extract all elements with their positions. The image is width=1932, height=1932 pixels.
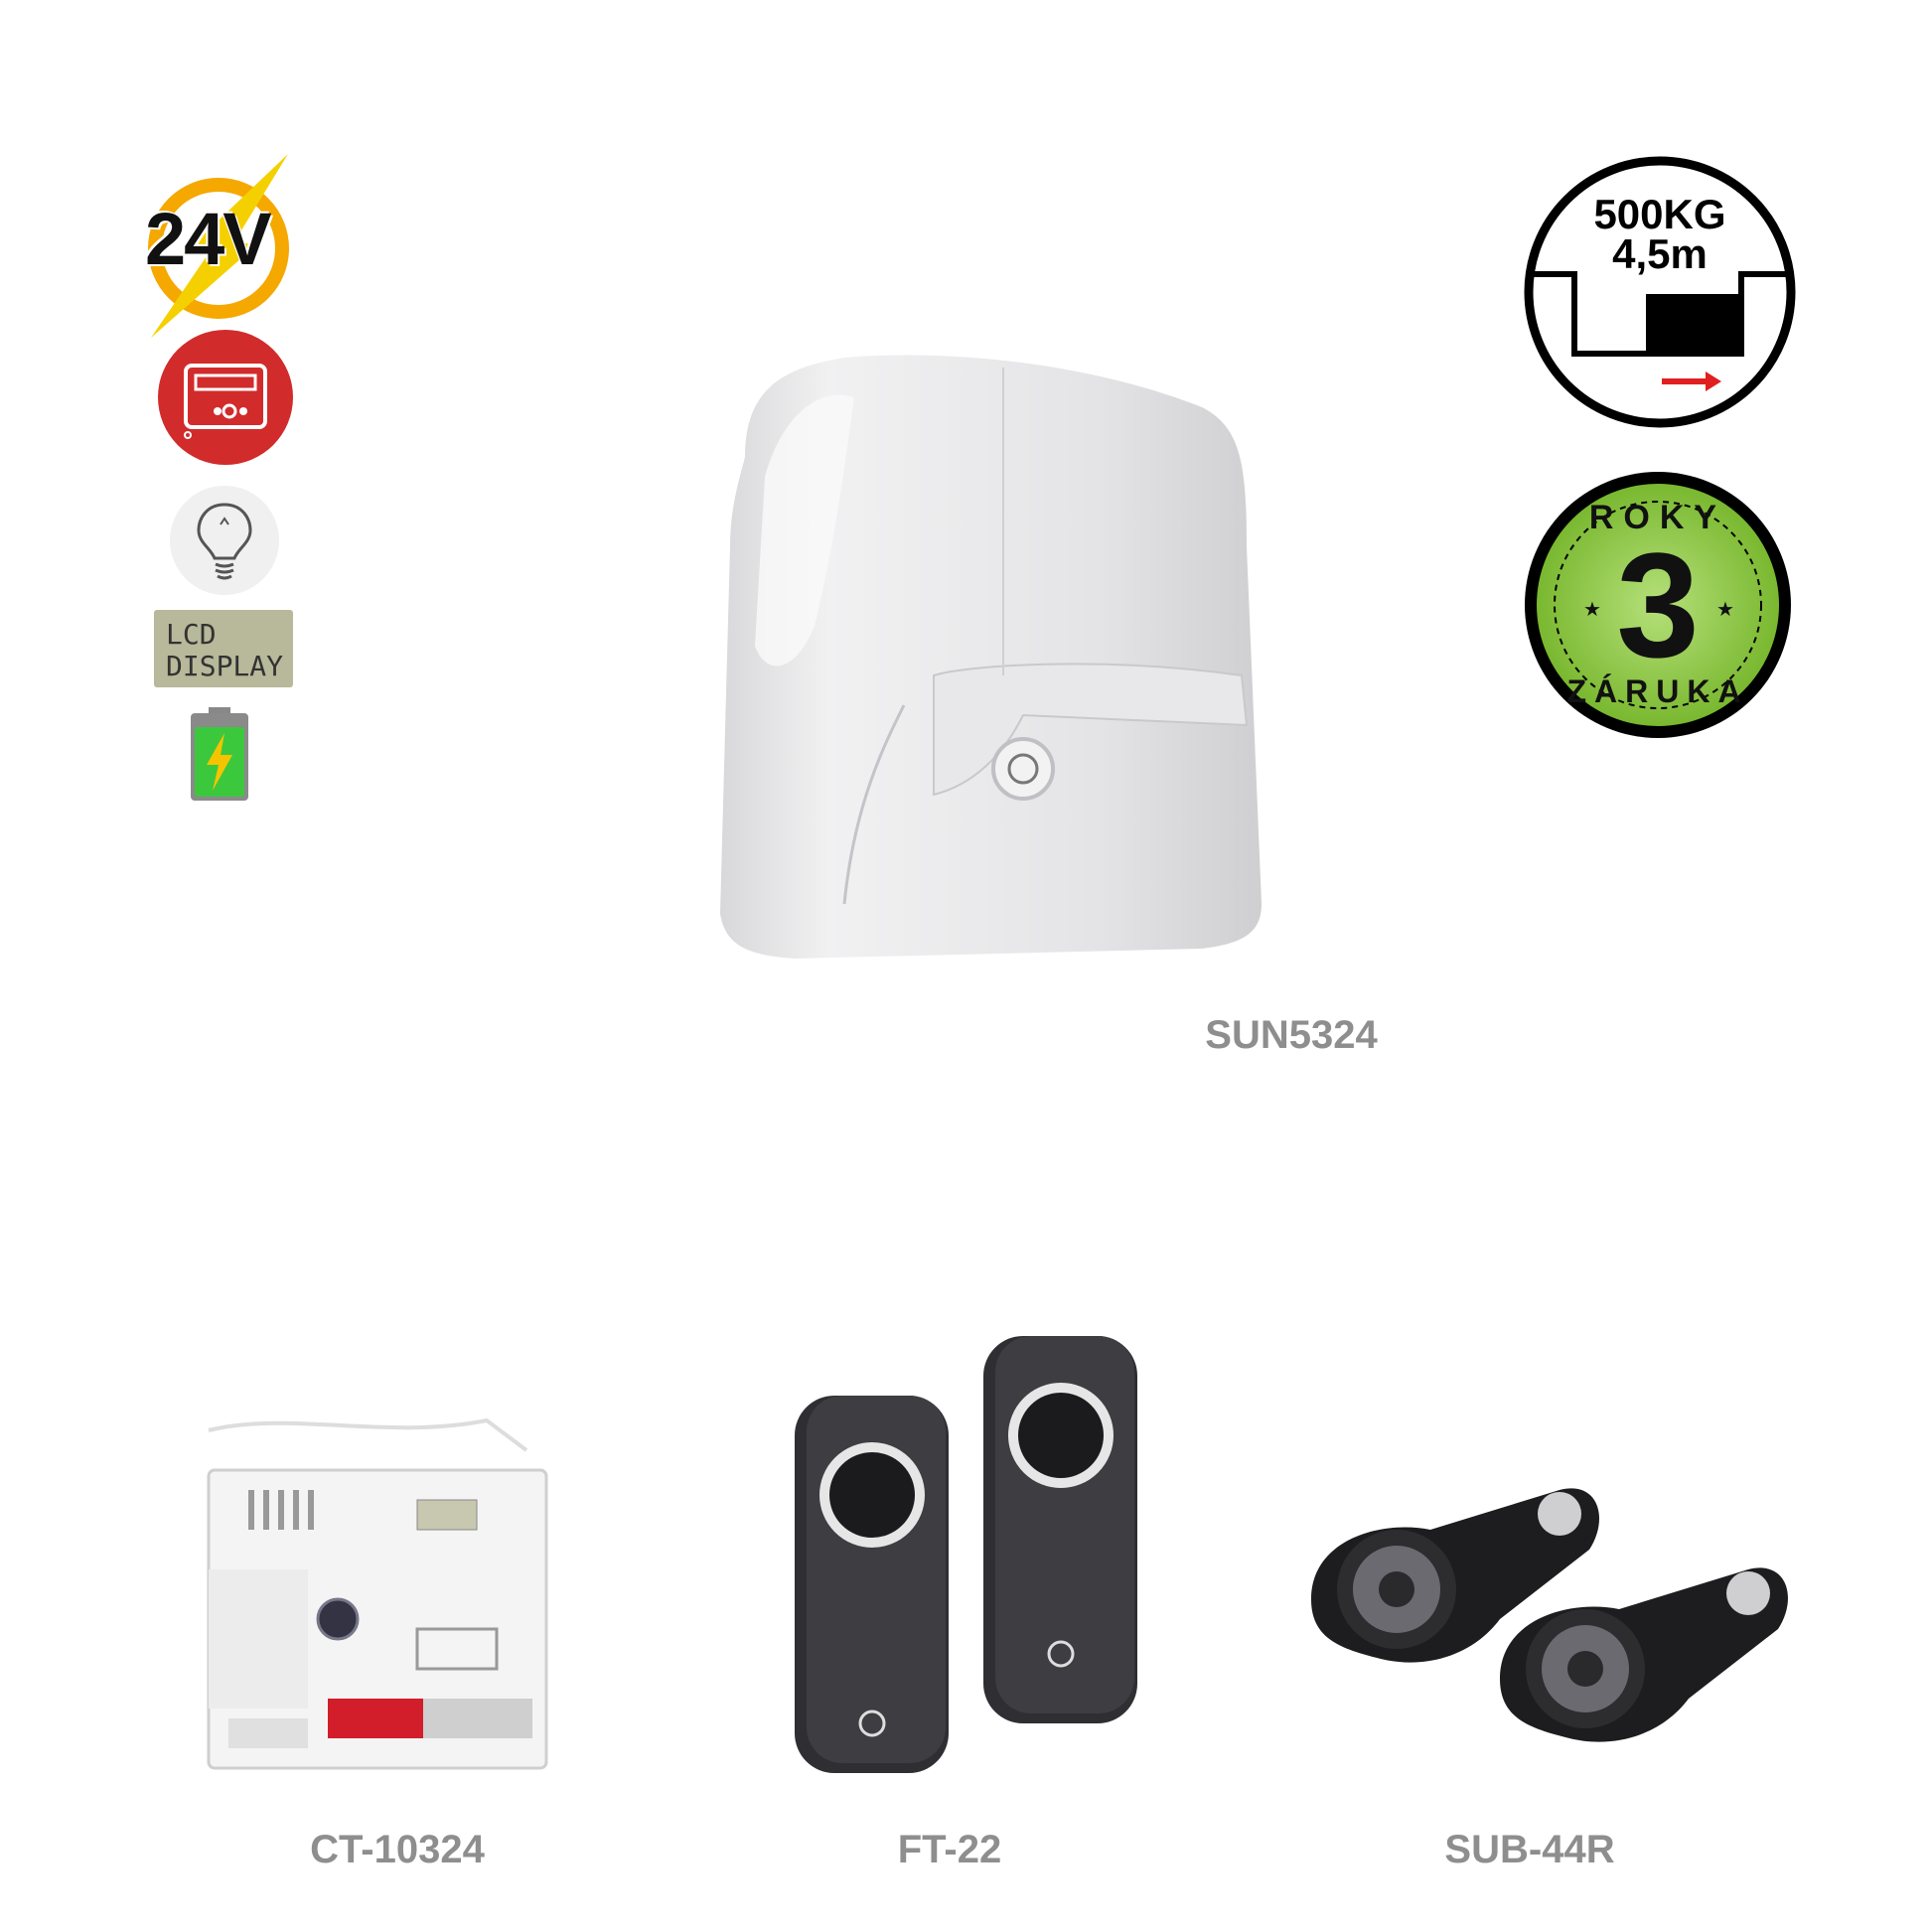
remote-fob-icon xyxy=(1311,1488,1788,1742)
lcd-line2: DISPLAY xyxy=(166,650,284,682)
voltage-text: 24V xyxy=(145,198,272,280)
battery-icon xyxy=(191,707,248,801)
control-panel-badge xyxy=(156,328,295,467)
capacity-weight: 500KG xyxy=(1593,191,1726,237)
remotes-label: SUB-44R xyxy=(1444,1828,1615,1871)
photocells-image xyxy=(785,1336,1142,1773)
battery-badge xyxy=(189,707,250,803)
arrow-right-icon xyxy=(1662,372,1721,391)
control-board-image xyxy=(189,1411,556,1778)
warranty-bottom: ZÁRUKA xyxy=(1566,673,1749,709)
gate-icon xyxy=(1524,156,1796,428)
photocells-label: FT-22 xyxy=(897,1828,1002,1871)
gate-motor-icon xyxy=(720,355,1262,959)
control-panel-icon xyxy=(158,330,293,465)
lightning-icon xyxy=(148,154,289,338)
remotes-image xyxy=(1301,1470,1798,1758)
photocell-icon xyxy=(795,1336,1137,1773)
bulb-badge xyxy=(169,485,280,596)
svg-text:★: ★ xyxy=(1583,599,1601,621)
lcd-line1: LCD xyxy=(166,618,217,651)
warranty-top: ROKY xyxy=(1588,499,1727,536)
bulb-icon xyxy=(170,486,279,595)
svg-text:★: ★ xyxy=(1716,599,1734,621)
warranty-number: 3 xyxy=(1616,521,1700,688)
voltage-badge: 24V xyxy=(139,149,298,338)
capacity-length: 4,5m xyxy=(1612,230,1708,277)
warranty-seal-icon: ★ ★ xyxy=(1525,472,1791,738)
lcd-display-badge: LCD DISPLAY xyxy=(154,610,293,687)
circuit-board-icon xyxy=(207,1417,548,1770)
motor-label: SUN5324 xyxy=(1205,1013,1378,1057)
motor-image xyxy=(705,348,1262,964)
control-board-label: CT-10324 xyxy=(310,1828,485,1871)
warranty-badge: ★ ★ ROKY 3 ZÁRUKA xyxy=(1522,469,1794,741)
capacity-badge: 500KG 4,5m xyxy=(1523,155,1797,429)
